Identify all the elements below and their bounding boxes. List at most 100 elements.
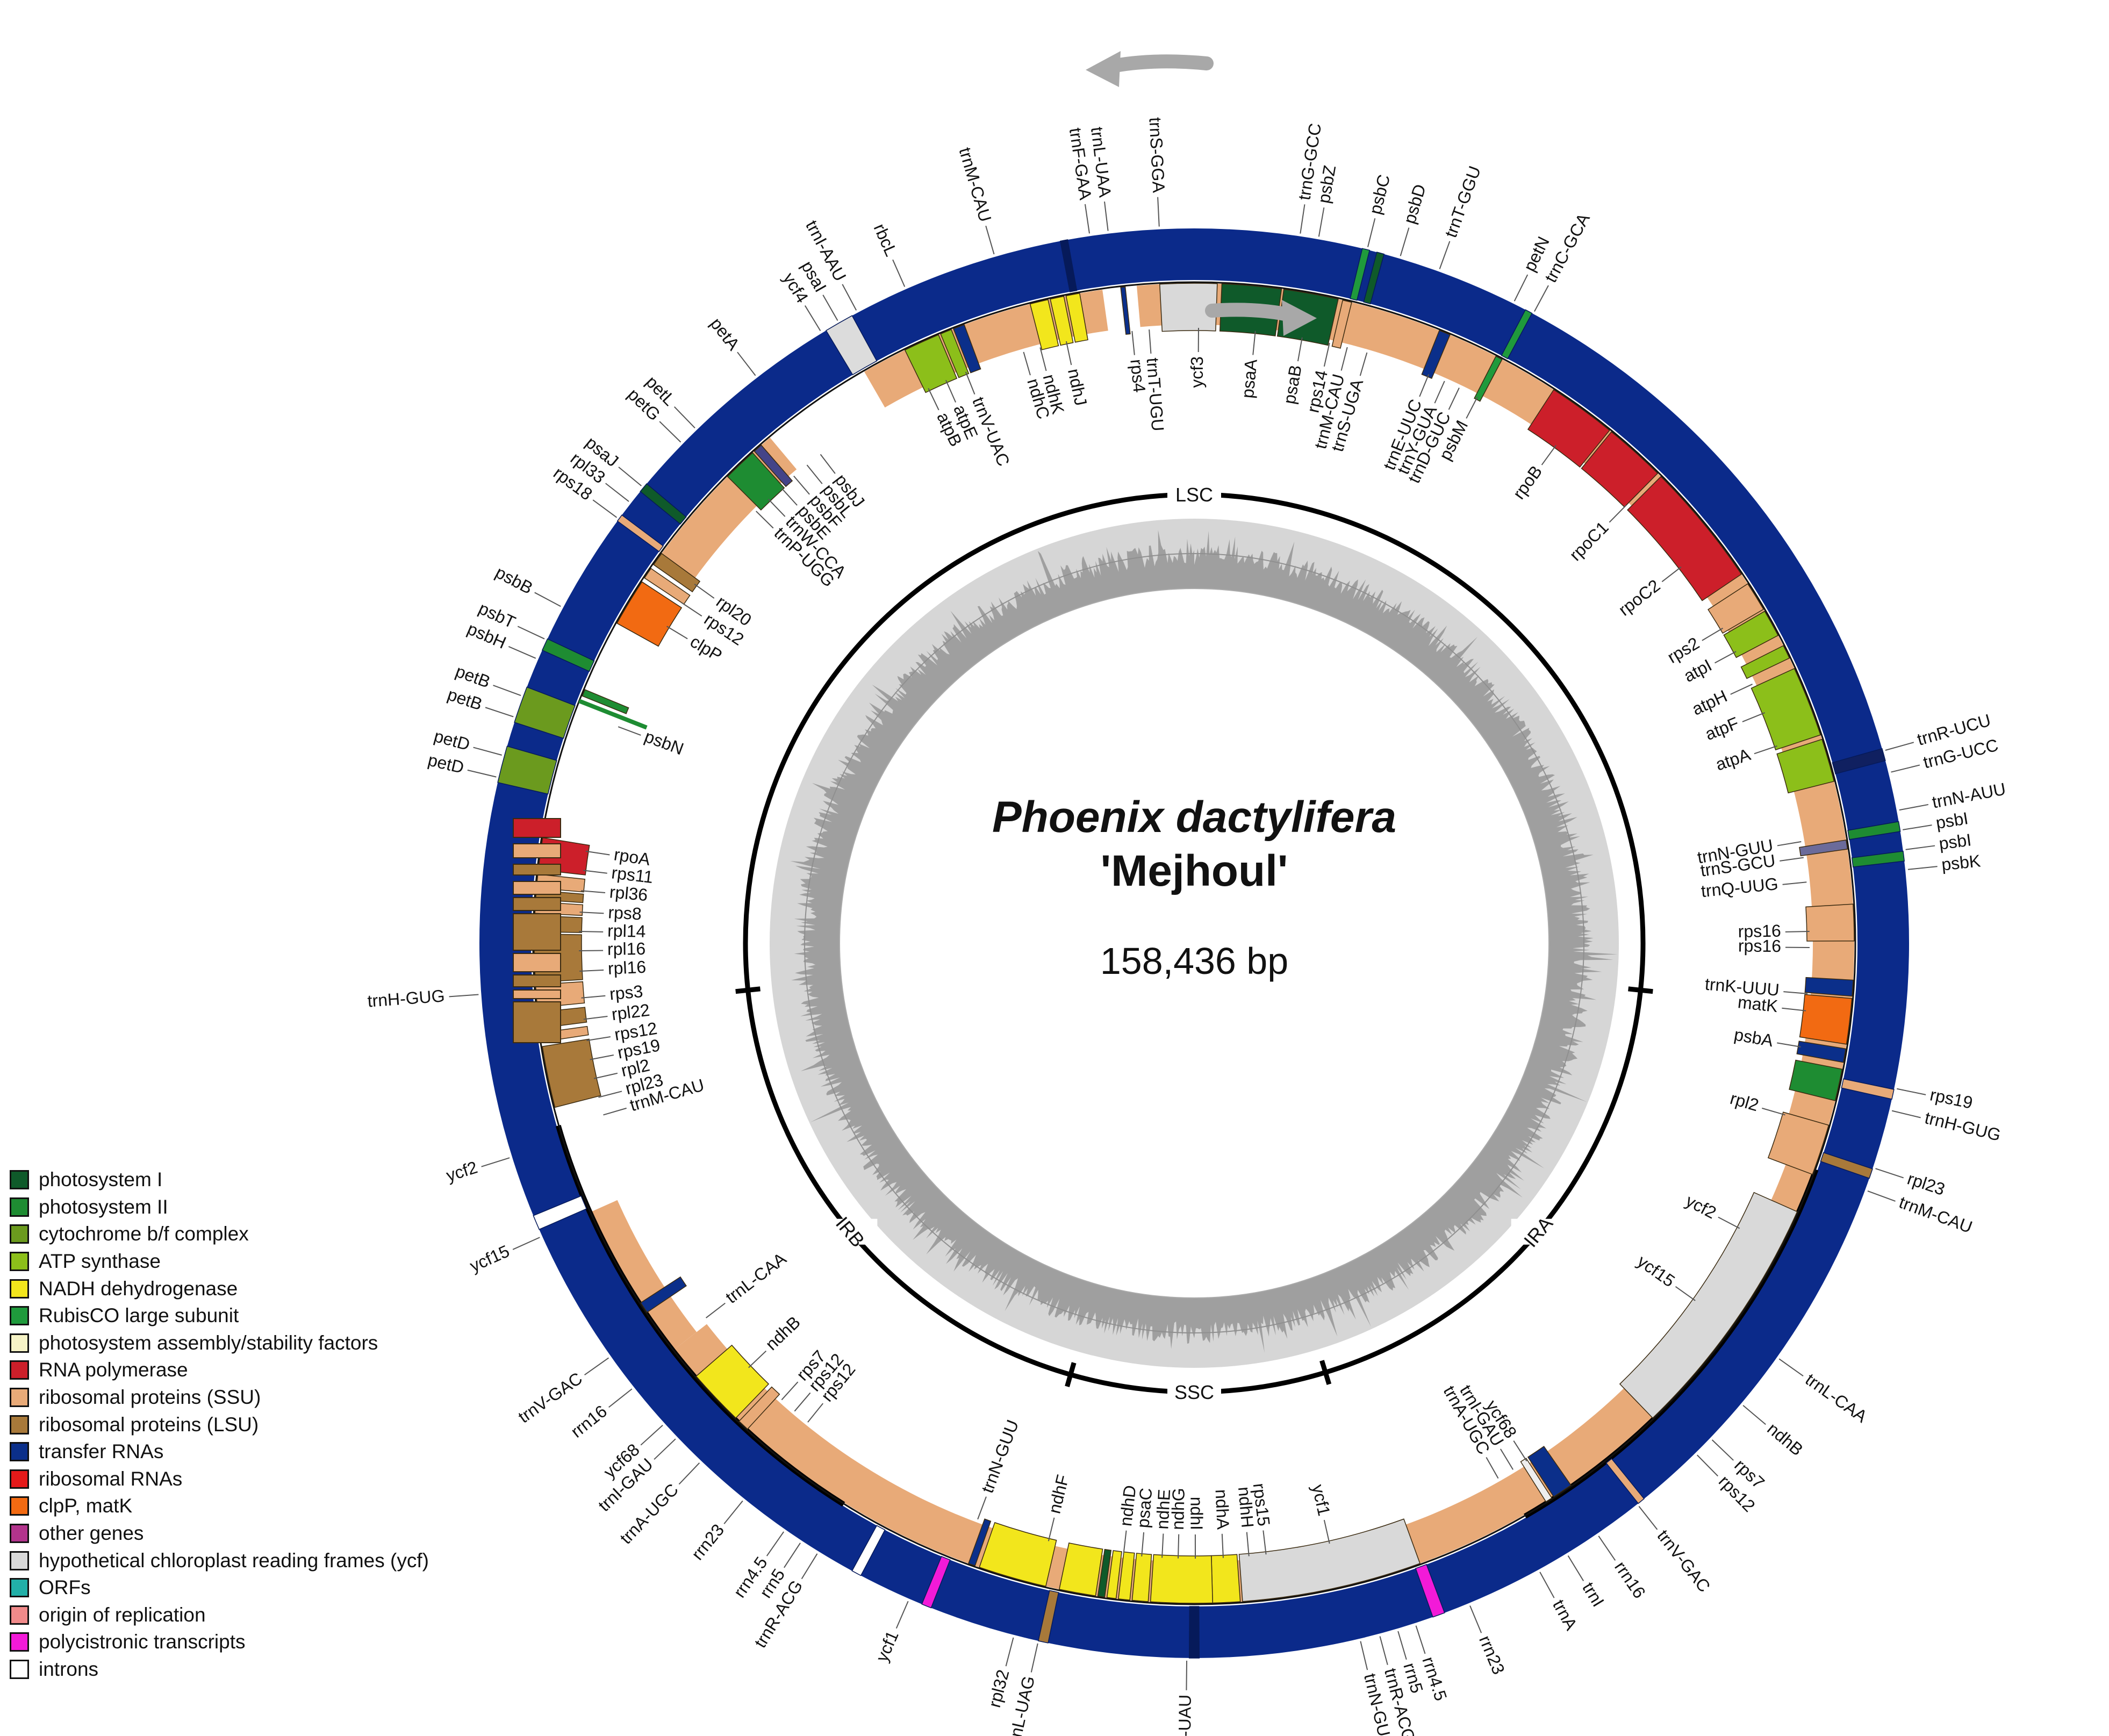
gene-label-psaa: psaA [1238, 331, 1261, 399]
psaJ-block [640, 483, 687, 525]
svg-text:ndhH: ndhH [1235, 1486, 1258, 1529]
species-name: Phoenix dactylifera [992, 793, 1396, 842]
svg-text:rps3: rps3 [608, 981, 643, 1003]
rpl36-rect [513, 864, 561, 876]
clpP-block [616, 581, 683, 647]
svg-text:atpF: atpF [1702, 713, 1741, 744]
svg-text:trnH-GUG: trnH-GUG [367, 986, 445, 1010]
gene-blocks [497, 239, 1905, 1659]
svg-text:rrn16: rrn16 [1611, 1558, 1649, 1602]
gc-midline [804, 553, 1584, 1333]
gene-label-psbz: psbZ [1314, 164, 1339, 237]
gene-label-peta: petA [707, 314, 756, 376]
svg-text:ndhB: ndhB [1763, 1419, 1806, 1460]
rpoB-block [1527, 389, 1610, 468]
gene-label-psab: psaB [1279, 337, 1305, 405]
legend-swatch [10, 1306, 29, 1326]
region-label-ira: IRA [1511, 1213, 1565, 1251]
ycf4-block [825, 315, 878, 376]
psbM-block [1474, 355, 1503, 402]
gene-label-trni: trnI [1567, 1555, 1608, 1610]
legend-item: RNA polymerase [10, 1357, 504, 1384]
ndhF-block [979, 1522, 1057, 1587]
psbE-block [727, 452, 785, 511]
svg-text:SSC: SSC [1174, 1381, 1214, 1403]
rpl2-rect [513, 1001, 561, 1043]
legend-item: polycistronic transcripts [10, 1629, 504, 1656]
legend-label: ribosomal proteins (LSU) [39, 1413, 259, 1436]
psbT-block [541, 638, 595, 672]
svg-text:trnV-GAC: trnV-GAC [514, 1368, 586, 1427]
ycf3-block [1159, 283, 1218, 332]
rpl16-rect [513, 913, 561, 951]
gene-label-ndhe: ndhE [1152, 1489, 1174, 1558]
svg-text:trnM-CAU: trnM-CAU [955, 145, 995, 224]
svg-text:ndhJ: ndhJ [1064, 367, 1091, 407]
legend-label: RubisCO large subunit [39, 1304, 239, 1327]
legend-item: introns [10, 1656, 504, 1683]
atpA-block [1776, 738, 1835, 794]
legend-swatch [10, 1469, 29, 1489]
gene-label-rps3: rps3 [581, 981, 644, 1003]
gene-label-psbc: psbC [1365, 173, 1394, 247]
legend-item: hypothetical chloroplast reading frames … [10, 1547, 504, 1574]
legend-swatch [10, 1496, 29, 1516]
gene-label-rrn16: rrn16 [567, 1388, 633, 1441]
svg-text:LSC: LSC [1175, 484, 1213, 506]
psbA-block [1789, 1059, 1843, 1101]
svg-text:rbcL: rbcL [870, 221, 901, 259]
gene-label-psbk: psbK [1907, 851, 1982, 874]
legend-item: photosystem I [10, 1166, 504, 1194]
svg-text:trnM-CAU: trnM-CAU [1897, 1192, 1975, 1237]
trnN-GUU-block [968, 1518, 992, 1567]
legend-label: origin of replication [39, 1603, 206, 1626]
legend-swatch [10, 1197, 29, 1217]
petD-block [497, 745, 557, 795]
rpoA-rect [513, 818, 561, 838]
legend-swatch [10, 1632, 29, 1652]
gc-content-ring [770, 519, 1619, 1368]
gene-label-rpob: rpoB [1509, 445, 1556, 503]
legend-label: other genes [39, 1522, 144, 1545]
gene-label-psba: psbA [1733, 1024, 1801, 1050]
petB-block [514, 686, 576, 739]
rps14-block [1331, 299, 1352, 349]
gene-label-atph: atpH [1689, 684, 1753, 719]
gene-label-ycf3: ycf3 [1187, 328, 1207, 388]
legend-swatch [10, 1605, 29, 1625]
psbI-block [1847, 821, 1901, 840]
gene-label-rpl16: rpl16 [579, 939, 645, 959]
region-boundary-3 [735, 986, 761, 994]
gene-label-rpl22: rpl22 [583, 1000, 651, 1024]
legend-label: NADH dehydrogenase [39, 1277, 238, 1300]
gene-label-psbi: psbI [1905, 830, 1972, 853]
gene-label-trnn-guu: trnN-GUU [977, 1417, 1022, 1520]
legend-item: RubisCO large subunit [10, 1302, 504, 1330]
psbN-stub [578, 699, 648, 730]
gene-label-trnl-uag: trnL-UAG [1004, 1643, 1038, 1736]
gene-label-psbn: psbN [618, 726, 686, 759]
svg-text:rpl22: rpl22 [611, 1000, 651, 1024]
gene-label-rps2: rps2 [1664, 627, 1724, 667]
gene-label-rps8: rps8 [579, 902, 642, 923]
trnL-CAA-block [640, 1276, 687, 1313]
svg-text:ycf15: ycf15 [1634, 1251, 1678, 1291]
gene-label-psbd: psbD [1400, 182, 1430, 256]
gene-label-ndhb: ndhB [1742, 1405, 1807, 1460]
trnG-block [1350, 248, 1371, 301]
svg-text:rps19: rps19 [1928, 1085, 1975, 1112]
rps19-rect [513, 989, 561, 999]
svg-text:atpH: atpH [1689, 686, 1730, 719]
psbZ-block [1363, 252, 1385, 305]
cultivar-name: 'Mejhoul' [1101, 847, 1288, 895]
rps2-block [1708, 583, 1764, 634]
svg-text:rpoC2: rpoC2 [1615, 576, 1663, 620]
legend-label: hypothetical chloroplast reading frames … [39, 1549, 429, 1572]
svg-text:trnT-UGU: trnT-UGU [1143, 357, 1168, 432]
trnL-block [1059, 239, 1078, 292]
svg-text:ndhF: ndhF [1044, 1473, 1072, 1515]
gene-label-rpl32: rpl32 [985, 1637, 1014, 1710]
svg-text:ycf2: ycf2 [1683, 1191, 1720, 1223]
svg-text:ndhB: ndhB [762, 1312, 804, 1354]
svg-text:rpl36: rpl36 [609, 882, 649, 905]
